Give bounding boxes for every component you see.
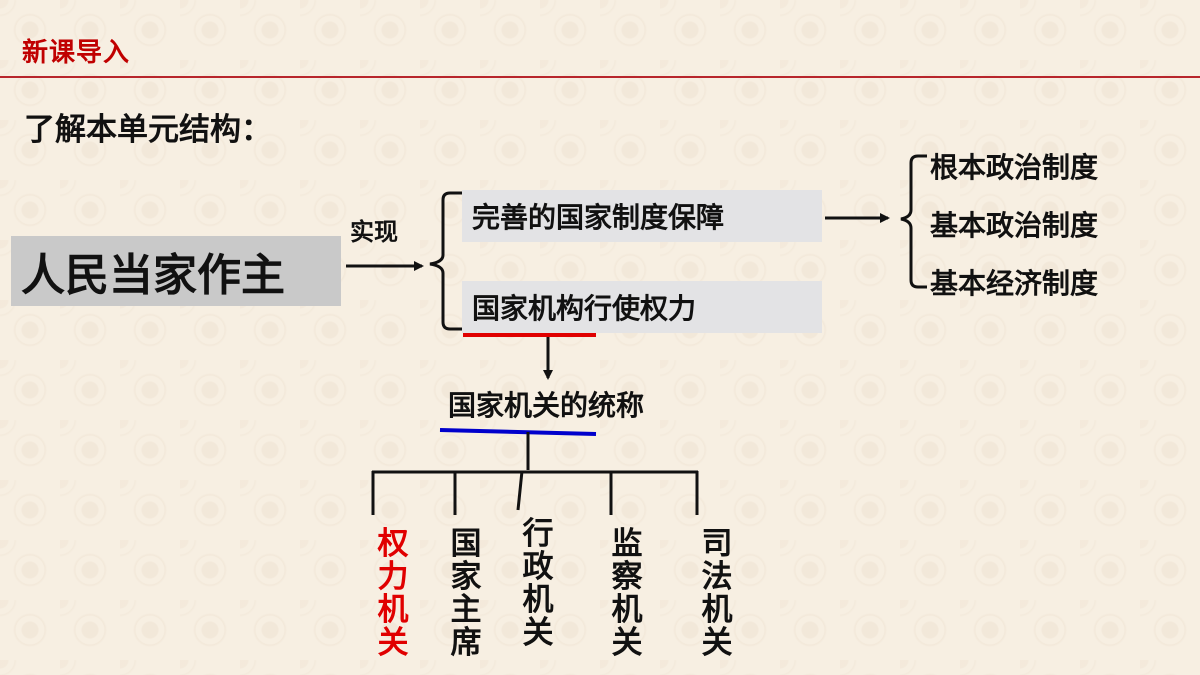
- organ-president: 国家主席: [450, 526, 482, 661]
- system-node-basic-economic: 基本经济制度: [930, 267, 1099, 300]
- system-node-basic-political: 基本政治制度: [930, 209, 1099, 242]
- page-title: 新课导入: [22, 38, 131, 68]
- root-node-label: 人民当家作主: [21, 250, 285, 301]
- branch-node-state-power: 国家机构行使权力: [462, 281, 822, 333]
- system-node-fundamental: 根本政治制度: [930, 151, 1099, 184]
- organ-administrative: 行政机关: [522, 516, 554, 651]
- organ-supervisory: 监察机关: [611, 526, 643, 661]
- root-node: 人民当家作主: [11, 236, 341, 306]
- branch-node-system-guarantee: 完善的国家制度保障: [462, 190, 822, 242]
- collective-term-node: 国家机关的统称: [448, 389, 645, 422]
- branch-node-label: 国家机构行使权力: [472, 292, 697, 325]
- organ-power: 权力机关: [377, 526, 409, 661]
- blue-underline: [439, 428, 597, 436]
- systems-brace: [900, 154, 927, 289]
- title-divider: [0, 76, 1200, 78]
- section-heading: 了解本单元结构：: [24, 112, 272, 148]
- organ-judicial: 司法机关: [701, 526, 733, 661]
- root-edge-label: 实现: [350, 218, 398, 246]
- tree-leg: [516, 470, 524, 511]
- branch-node-label: 完善的国家制度保障: [472, 201, 725, 234]
- branch-brace: [429, 191, 462, 331]
